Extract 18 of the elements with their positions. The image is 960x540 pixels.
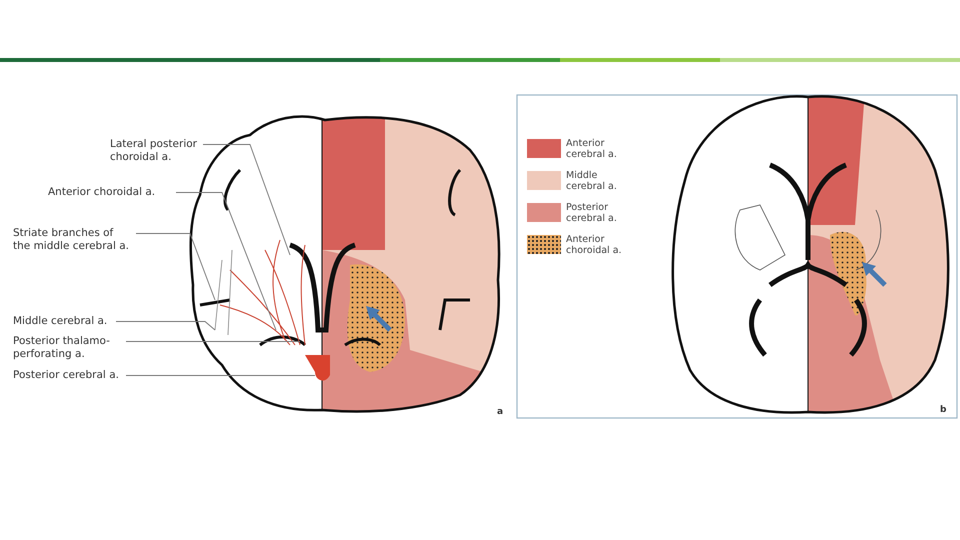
callout-label: Striate branches of the middle cerebral a. xyxy=(13,227,133,253)
leader-line xyxy=(116,321,216,330)
leader-line xyxy=(176,192,276,330)
leader-line xyxy=(126,341,300,342)
callout-label: Posterior cerebral a. xyxy=(13,369,123,382)
legend-label: Middle cerebral a. xyxy=(566,170,618,192)
leader-line xyxy=(202,144,290,256)
leader-line xyxy=(126,375,316,376)
legend-label: Posterior cerebral a. xyxy=(566,202,618,224)
legend-label: Anterior choroidal a. xyxy=(566,234,623,256)
legend-label: Anterior cerebral a. xyxy=(566,138,618,160)
callout-label: Middle cerebral a. xyxy=(13,315,113,328)
callout-label: Anterior choroidal a. xyxy=(48,186,173,199)
callout-label: Lateral posterior choroidal a. xyxy=(110,138,200,164)
callout-label: Posterior thalamo- perforating a. xyxy=(13,335,123,361)
panel-letter: b xyxy=(940,404,946,417)
panel-letter: a xyxy=(497,406,504,419)
leader-line xyxy=(136,233,216,300)
